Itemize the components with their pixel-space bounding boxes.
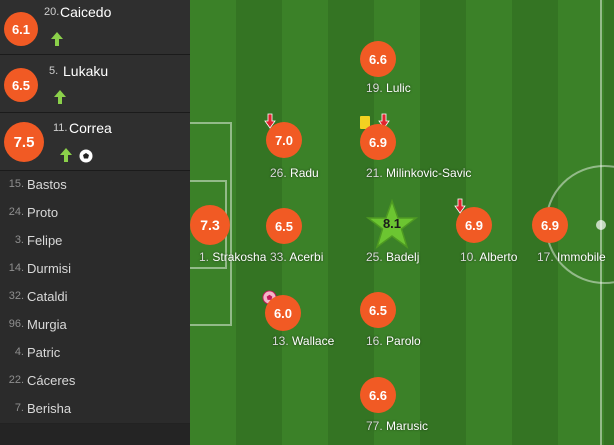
player-number: 11.	[53, 122, 68, 134]
player-name: Milinkovic-Savic	[386, 166, 472, 180]
bench-row[interactable]: 22. Cáceres	[0, 367, 190, 396]
player-label: 13. Wallace	[272, 334, 334, 348]
player-number: 20.	[44, 6, 60, 18]
player-rating-badge: 6.1	[4, 12, 38, 46]
player-name: Immobile	[557, 250, 606, 264]
football-goal-icon	[78, 148, 94, 164]
player-name: Radu	[290, 166, 319, 180]
player-label: 33. Acerbi	[270, 250, 323, 264]
bench-row[interactable]: 4. Patric	[0, 339, 190, 368]
player-number: 21.	[366, 166, 383, 180]
player-rating-badge: 6.5	[360, 292, 396, 328]
player-rating-text: 8.1	[382, 216, 402, 231]
player-label: 21. Milinkovic-Savic	[366, 166, 471, 180]
player-name: Lulic	[386, 81, 411, 95]
player-number: 7.	[14, 402, 24, 414]
penalty-box-line	[190, 122, 232, 326]
player-number: 32.	[8, 290, 24, 302]
center-spot	[596, 220, 606, 230]
sub-in-arrow-icon	[51, 32, 63, 46]
player-rating-badge: 6.9	[532, 207, 568, 243]
player-name: Felipe	[27, 233, 63, 248]
player-number: 33.	[270, 250, 287, 264]
bench-row[interactable]: 32. Cataldi	[0, 283, 190, 312]
player-number: 77.	[366, 419, 383, 433]
player-rating-badge: 7.5	[4, 122, 44, 162]
player-name: Lukaku	[63, 63, 109, 79]
player-name: Parolo	[386, 334, 421, 348]
bench-row[interactable]: 96. Murgia	[0, 311, 190, 340]
bench-row[interactable]: 14. Durmisi	[0, 255, 190, 284]
player-name: Acerbi	[289, 250, 324, 264]
bench-row[interactable]: 24. Proto	[0, 199, 190, 228]
substitute-card-correa[interactable]: 7.5 11. Correa	[0, 113, 190, 171]
player-name: Proto	[27, 205, 59, 220]
player-label: 25. Badelj	[366, 250, 419, 264]
player-number: 17.	[537, 250, 554, 264]
player-label: 19. Lulic	[366, 81, 411, 95]
player-label: 77. Marusic	[366, 419, 428, 433]
player-number: 14.	[8, 262, 24, 274]
player-rating-badge: 7.0	[266, 122, 302, 158]
player-number: 1.	[199, 250, 210, 264]
player-name: Wallace	[292, 334, 335, 348]
player-number: 16.	[366, 334, 383, 348]
player-name: Caicedo	[60, 4, 112, 20]
player-number: 10.	[460, 250, 477, 264]
player-name: Alberto	[479, 250, 518, 264]
player-rating-badge: 6.6	[360, 41, 396, 77]
player-rating-badge: 7.3	[190, 205, 230, 245]
player-rating-badge: 6.5	[4, 68, 38, 102]
man-of-the-match-star-icon: 8.1	[365, 198, 419, 251]
player-number: 22.	[8, 374, 24, 386]
player-number: 4.	[14, 346, 24, 358]
player-number: 5.	[49, 65, 59, 77]
player-number: 24.	[8, 206, 24, 218]
player-number: 13.	[272, 334, 289, 348]
player-name: Murgia	[27, 317, 67, 332]
player-number: 26.	[270, 166, 287, 180]
player-label: 26. Radu	[270, 166, 319, 180]
player-name: Durmisi	[27, 261, 72, 276]
player-number: 3.	[14, 234, 24, 246]
bench-row[interactable]: 15. Bastos	[0, 171, 190, 200]
pitch: 7.3 1. Strakosha 7.0 26. Radu 6.5 33. Ac…	[190, 0, 614, 445]
sub-in-arrow-icon	[60, 148, 72, 162]
player-rating-badge: 6.9	[360, 124, 396, 160]
player-name: Cataldi	[27, 289, 68, 304]
player-number: 25.	[366, 250, 383, 264]
player-name: Strakosha	[212, 250, 267, 264]
substitute-card-caicedo[interactable]: 6.1 20. Caicedo	[0, 0, 190, 55]
player-name: Correa	[69, 120, 112, 136]
player-name: Bastos	[27, 177, 67, 192]
sub-in-arrow-icon	[54, 90, 66, 104]
player-name: Marusic	[386, 419, 429, 433]
player-number: 96.	[8, 318, 24, 330]
bench-row[interactable]: 7. Berisha	[0, 395, 190, 424]
player-label: 10. Alberto	[460, 250, 517, 264]
player-name: Berisha	[27, 401, 72, 416]
player-name: Patric	[27, 345, 61, 360]
substitutes-panel: 6.1 20. Caicedo 6.5 5. Lukaku 7.5 11. Co…	[0, 0, 190, 445]
player-number: 15.	[8, 178, 24, 190]
player-rating-badge: 6.0	[265, 295, 301, 331]
player-name: Badelj	[386, 250, 420, 264]
player-label: 16. Parolo	[366, 334, 421, 348]
player-rating-badge: 6.5	[266, 208, 302, 244]
player-number: 19.	[366, 81, 383, 95]
yellow-card-icon	[360, 116, 370, 129]
substitute-card-lukaku[interactable]: 6.5 5. Lukaku	[0, 55, 190, 113]
player-label: 17. Immobile	[537, 250, 606, 264]
player-rating-badge: 6.6	[360, 377, 396, 413]
bench-row[interactable]: 3. Felipe	[0, 227, 190, 256]
player-rating-badge: 6.9	[456, 207, 492, 243]
player-label: 1. Strakosha	[199, 250, 266, 264]
player-name: Cáceres	[27, 373, 76, 388]
